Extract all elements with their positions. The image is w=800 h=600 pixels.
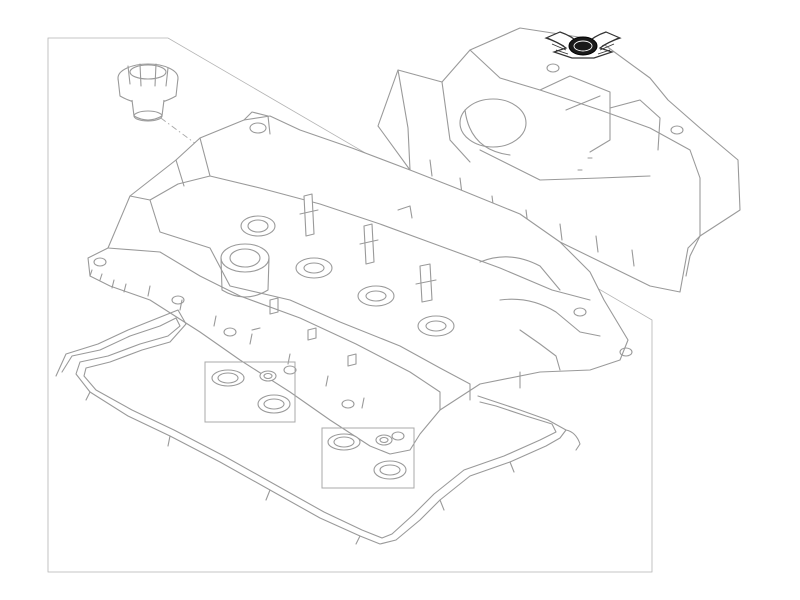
- winged-emblem-icon: [544, 31, 622, 59]
- engine-cover-icon: [377, 27, 741, 293]
- oil-cap-icon: [117, 63, 179, 122]
- gasket-icon: [55, 309, 581, 545]
- reference-frame: [47, 37, 653, 573]
- seal-rings-icon: [204, 361, 296, 423]
- seal-rings-icon: [321, 427, 415, 489]
- valve-cover-icon: [87, 111, 633, 455]
